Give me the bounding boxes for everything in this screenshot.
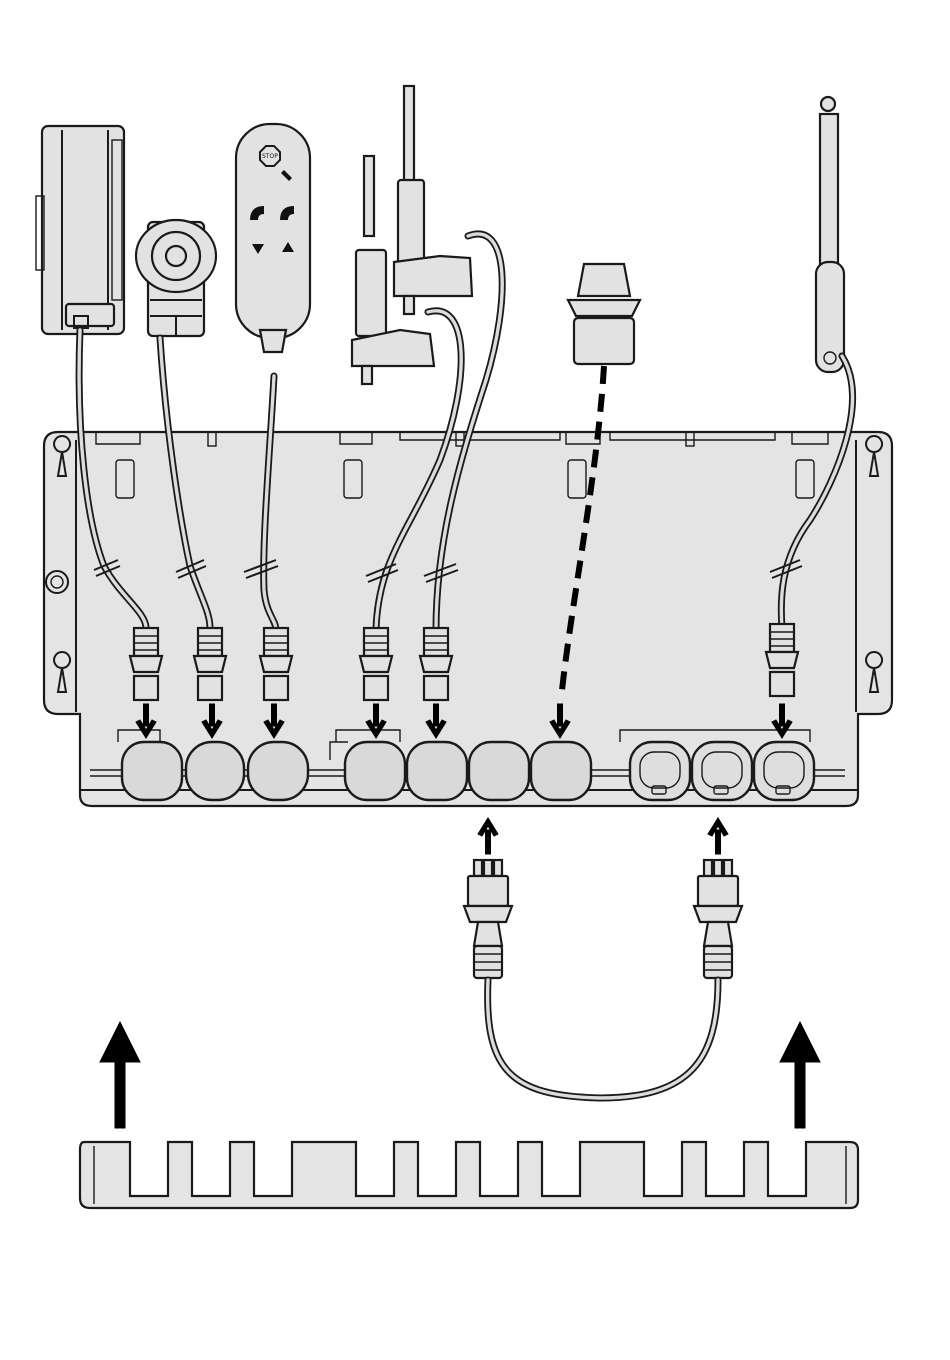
jumper-cable bbox=[464, 818, 742, 1098]
main-ports bbox=[122, 742, 591, 800]
stop-label: STOP bbox=[262, 153, 278, 160]
plug-icon bbox=[194, 628, 226, 700]
motor-icon bbox=[136, 220, 216, 336]
plug-icon bbox=[260, 628, 292, 700]
plug-icon bbox=[464, 860, 512, 978]
plug-icon bbox=[360, 628, 392, 700]
actuator-icon bbox=[394, 86, 472, 314]
actuator-icon bbox=[816, 97, 844, 372]
plug-icon bbox=[694, 860, 742, 978]
arrow-up-icon bbox=[780, 1022, 820, 1128]
aux-port-1 bbox=[630, 742, 690, 800]
plug-icon bbox=[420, 628, 452, 700]
port-2 bbox=[186, 742, 244, 800]
port-4 bbox=[345, 742, 405, 800]
arrow-up-icon bbox=[100, 1022, 140, 1128]
arrow-up-icon bbox=[478, 818, 498, 854]
handset-icon: STOP bbox=[236, 124, 310, 352]
port-5 bbox=[407, 742, 467, 800]
port-1 bbox=[122, 742, 182, 800]
blanking-plug-icon bbox=[568, 264, 640, 364]
arrow-up-icon bbox=[708, 818, 728, 854]
aux-port-2 bbox=[692, 742, 752, 800]
power-supply-icon bbox=[36, 126, 124, 334]
cover-strip bbox=[80, 1142, 858, 1208]
plug-icon bbox=[130, 628, 162, 700]
port-3 bbox=[248, 742, 308, 800]
aux-port-3 bbox=[754, 742, 814, 800]
aux-ports bbox=[630, 742, 814, 800]
port-6 bbox=[469, 742, 529, 800]
port-7 bbox=[531, 742, 591, 800]
plug-icon bbox=[766, 624, 798, 696]
